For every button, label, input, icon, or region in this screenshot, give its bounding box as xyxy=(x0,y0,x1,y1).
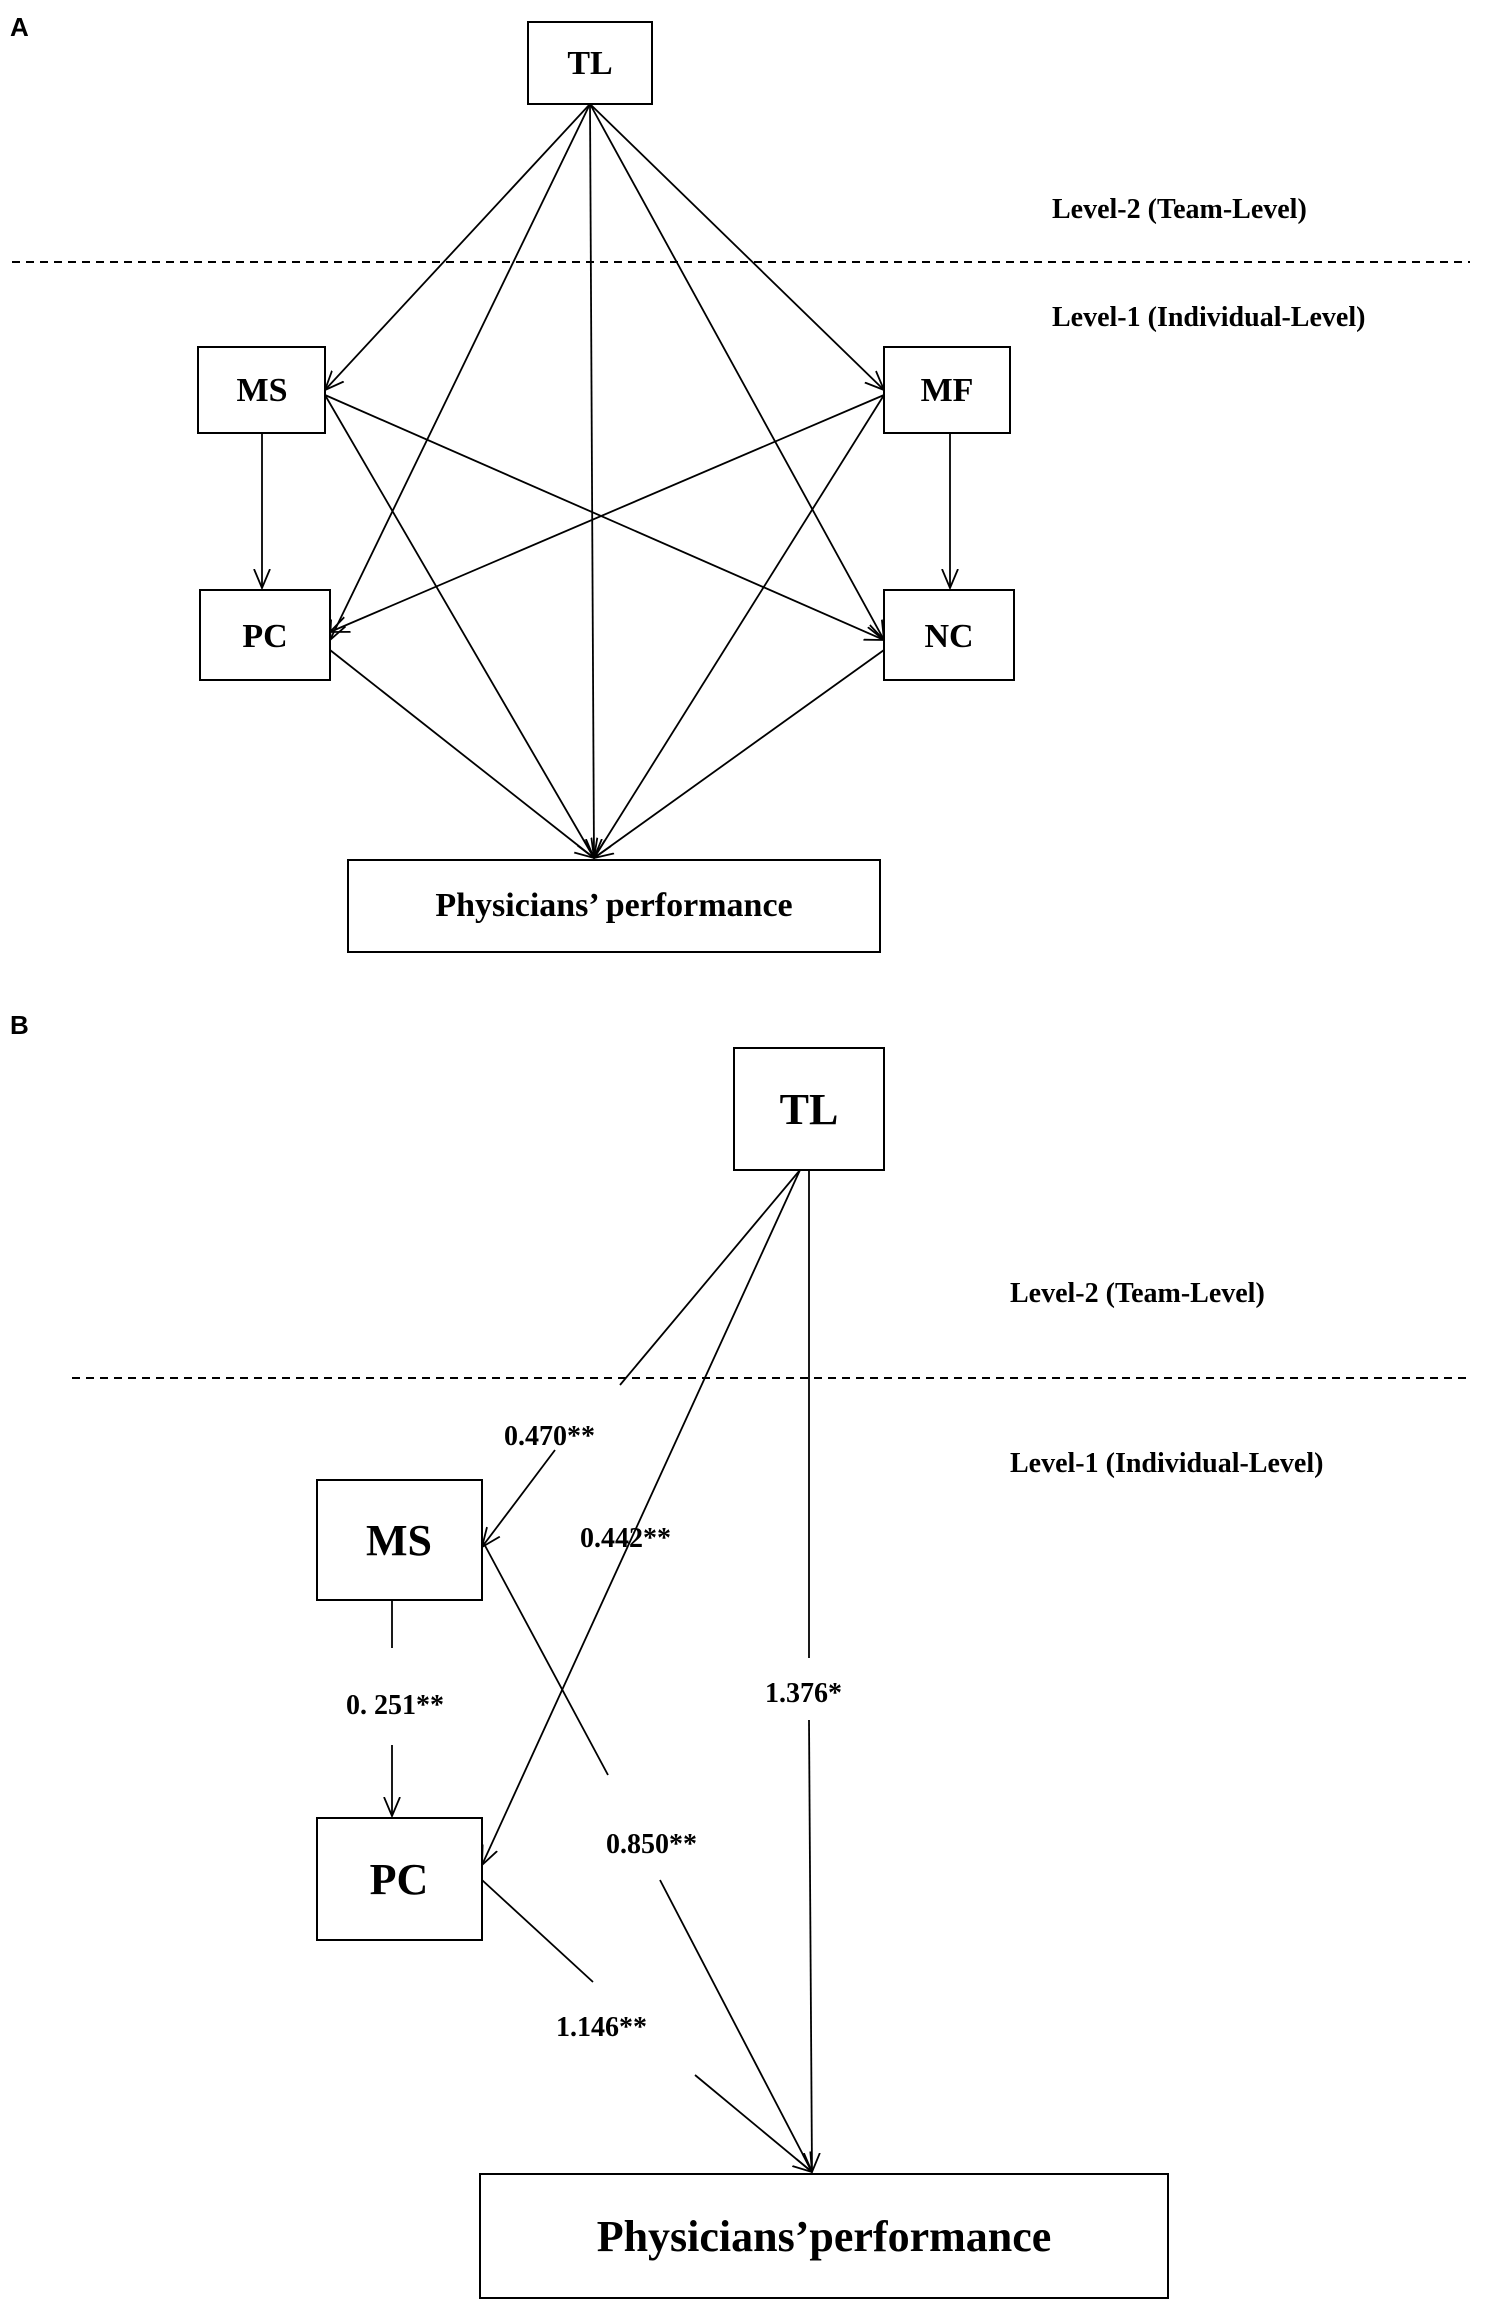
coef-tl-perf: 1.376* xyxy=(765,1678,842,1709)
panel-a: A Level-2 (Team-Level) Level-1 (Individu… xyxy=(10,12,1470,953)
panel-b: B Level-2 (Team-Level) Level-1 (Individu… xyxy=(10,1010,1470,2299)
node-nc-label: NC xyxy=(924,618,973,655)
edge-ms-nc xyxy=(324,394,884,640)
panel-a-edges xyxy=(262,103,950,858)
edge-tl-ms-seg2 xyxy=(482,1449,556,1547)
node-ms-b-label: MS xyxy=(366,1516,432,1565)
node-mf: MF xyxy=(883,346,1011,434)
coef-pc-perf: 1.146** xyxy=(556,2012,647,2043)
coef-tl-ms: 0.470** xyxy=(504,1421,595,1452)
edge-tl-mf xyxy=(589,103,884,390)
panel-a-level1-label: Level-1 (Individual-Level) xyxy=(1052,302,1365,333)
panel-a-label: A xyxy=(10,12,29,42)
coef-tl-pc: 0.442** xyxy=(580,1523,671,1554)
edge-tl-pc xyxy=(330,103,591,640)
node-performance-b: Physicians’performance xyxy=(479,2173,1169,2299)
edge-tl-nc xyxy=(589,103,884,640)
edge-ms-perf xyxy=(324,394,594,858)
node-performance-b-label: Physicians’performance xyxy=(597,2212,1052,2261)
node-ms: MS xyxy=(197,346,326,434)
node-tl: TL xyxy=(527,21,653,105)
panel-b-level2-label: Level-2 (Team-Level) xyxy=(1010,1278,1265,1309)
node-pc-b: PC xyxy=(316,1817,483,1941)
panel-b-label: B xyxy=(10,1010,29,1040)
edge-tl-perf-seg2 xyxy=(809,1719,812,2172)
coef-ms-perf: 0.850** xyxy=(606,1829,697,1860)
edge-ms-perf-seg1 xyxy=(481,1539,609,1776)
node-ms-label: MS xyxy=(237,372,288,409)
node-ms-b: MS xyxy=(316,1479,483,1601)
panel-b-edges xyxy=(392,1169,812,2172)
node-tl-label: TL xyxy=(567,45,612,82)
edge-nc-perf xyxy=(594,649,885,858)
node-performance-label: Physicians’ performance xyxy=(435,887,792,924)
coef-ms-pc: 0. 251** xyxy=(346,1690,444,1721)
node-tl-b: TL xyxy=(733,1047,885,1171)
node-nc: NC xyxy=(883,589,1015,681)
node-pc-label: PC xyxy=(242,618,287,655)
node-pc-b-label: PC xyxy=(370,1855,429,1904)
edge-pc-perf xyxy=(329,649,594,858)
panel-a-level2-label: Level-2 (Team-Level) xyxy=(1052,194,1307,225)
node-pc: PC xyxy=(199,589,331,681)
edge-pc-perf-seg1 xyxy=(481,1879,594,1983)
edge-mf-perf xyxy=(594,394,885,858)
edge-tl-ms xyxy=(325,103,591,390)
edge-mf-pc xyxy=(330,394,885,632)
edge-pc-perf-seg2 xyxy=(694,2074,812,2172)
node-performance: Physicians’ performance xyxy=(347,859,881,953)
node-mf-label: MF xyxy=(921,372,974,409)
edge-ms-perf-seg2 xyxy=(659,1879,812,2172)
node-tl-b-label: TL xyxy=(780,1085,839,1134)
edge-tl-pc xyxy=(482,1169,801,1865)
edge-tl-ms-seg1 xyxy=(619,1169,801,1386)
edge-tl-perf xyxy=(590,103,594,858)
panel-b-level1-label: Level-1 (Individual-Level) xyxy=(1010,1448,1323,1479)
